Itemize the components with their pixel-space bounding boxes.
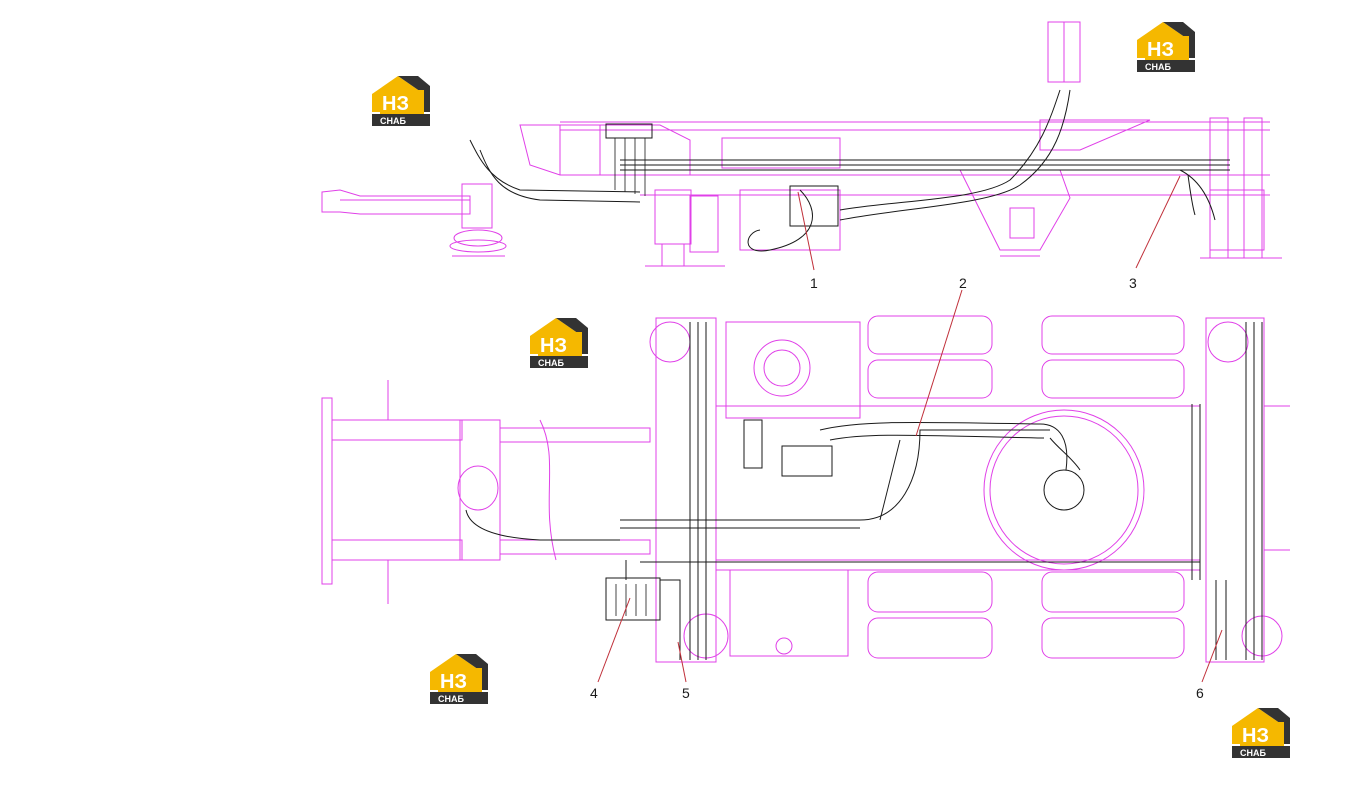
logo-1-small: СНАБ: [380, 116, 406, 126]
logo-1-big: НЗ: [382, 93, 409, 115]
logo-5-small: СНАБ: [1240, 748, 1266, 758]
logo-2-big: НЗ: [1147, 39, 1174, 61]
callout-1: 1: [810, 275, 818, 291]
logo-5-big: НЗ: [1242, 725, 1269, 747]
callout-3: 3: [1129, 275, 1137, 291]
logo-3: НЗ СНАБ: [530, 318, 588, 368]
logo-2-small: СНАБ: [1145, 62, 1171, 72]
callout-5: 5: [682, 685, 690, 701]
callout-leaders: [597, 175, 1223, 683]
callout-2: 2: [959, 275, 967, 291]
logo-3-small: СНАБ: [538, 358, 564, 368]
callout-4: 4: [590, 685, 598, 701]
logo-3-big: НЗ: [540, 335, 567, 357]
plan-view: [321, 315, 1290, 663]
logo-4-small: СНАБ: [438, 694, 464, 704]
logo-1: НЗ СНАБ: [372, 76, 430, 126]
callout-6: 6: [1196, 685, 1204, 701]
logo-4-big: НЗ: [440, 671, 467, 693]
callout-labels: 1 2 3 4 5 6: [590, 275, 1204, 701]
logo-5: НЗ СНАБ: [1232, 708, 1290, 758]
side-view: [321, 21, 1282, 267]
logo-4: НЗ СНАБ: [430, 654, 488, 704]
logo-2: НЗ СНАБ: [1137, 22, 1195, 72]
